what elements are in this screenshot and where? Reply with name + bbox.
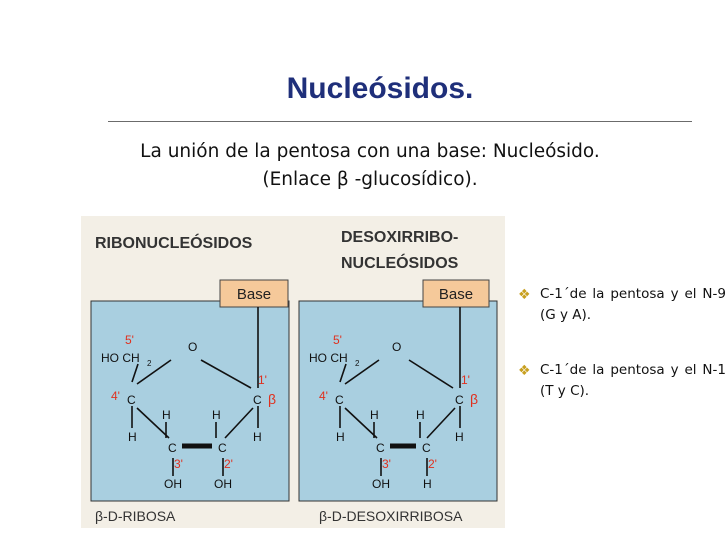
c1-atom-left: C — [253, 393, 262, 407]
c4-label-left: 4' — [111, 389, 120, 403]
bullet-item-1: ❖ C-1´de la pentosa y el N-9 (G y A). — [518, 284, 726, 326]
base-box-right — [422, 279, 490, 308]
deoxyribonucleosides-heading-1: DESOXIRRIBO- — [341, 229, 458, 246]
deoxyribonucleoside-panel: DESOXIRRIBO- NUCLEÓSIDOS Base — [298, 229, 498, 524]
subscript-2-left: 2 — [147, 359, 152, 368]
ribose-panel-background — [90, 300, 290, 502]
base-label-left: Base — [237, 286, 271, 303]
title-divider — [108, 121, 692, 122]
c1-hydrogen-left: H — [253, 430, 262, 444]
c4-hydrogen-right: H — [336, 430, 345, 444]
ribonucleosides-heading: RIBONUCLEÓSIDOS — [95, 233, 253, 252]
hoch2-label-left: HO CH — [101, 351, 140, 365]
c2-label-left: 2' — [224, 457, 233, 471]
beta-label-left: β — [268, 391, 276, 407]
c1-hydrogen-right: H — [455, 430, 464, 444]
ring-oxygen-right: O — [392, 340, 401, 354]
deoxyribose-atoms: 5' HO CH 2 O 4' C 1' C β H H H H C C 3' … — [309, 333, 478, 491]
subtitle-line-2: (Enlace β -glucosídico). — [262, 169, 478, 190]
beta-label-right: β — [470, 391, 478, 407]
c3-hydroxyl-right: OH — [372, 477, 390, 491]
c1-label-left: 1' — [258, 373, 267, 387]
deoxyribose-panel-background — [298, 300, 498, 502]
c2-label-right: 2' — [428, 457, 437, 471]
ribose-atoms: 5' HO CH 2 O 4' C 1' C β H H H H C C 3' … — [101, 333, 276, 491]
diamond-bullet-icon: ❖ — [518, 363, 531, 379]
c2-hydrogen-left: H — [212, 408, 221, 422]
c1-label-right: 1' — [461, 373, 470, 387]
c5-label-left: 5' — [125, 333, 134, 347]
nucleoside-figure: RIBONUCLEÓSIDOS Base 5' — [81, 216, 505, 528]
base-box-left — [219, 279, 289, 308]
c4-hydrogen-left: H — [128, 430, 137, 444]
c4-label-right: 4' — [319, 389, 328, 403]
c3-hydroxyl-left: OH — [164, 477, 182, 491]
c4-atom-right: C — [335, 393, 344, 407]
c3-label-right: 3' — [382, 457, 391, 471]
bullet-item-2: ❖ C-1´de la pentosa y el N-1 (T y C). — [518, 360, 726, 402]
slide-subtitle: La unión de la pentosa con una base: Nuc… — [100, 138, 640, 194]
c1-atom-right: C — [455, 393, 464, 407]
slide-title: Nucleósidos. — [286, 72, 474, 105]
bullet-text-2: C-1´de la pentosa y el N-1 (T y C). — [540, 362, 726, 399]
c2-atom-left: C — [218, 441, 227, 455]
c5-label-right: 5' — [333, 333, 342, 347]
deoxyribose-ring-bonds — [339, 307, 461, 476]
deoxyribose-caption: β-D-DESOXIRRIBOSA — [319, 508, 463, 524]
c2-atom-right: C — [422, 441, 431, 455]
subscript-2-right: 2 — [355, 359, 360, 368]
nucleoside-diagram: RIBONUCLEÓSIDOS Base 5' — [90, 229, 498, 524]
diamond-bullet-icon: ❖ — [518, 287, 531, 303]
hoch2-label-right: HO CH — [309, 351, 348, 365]
c2-hydroxyl-left: OH — [214, 477, 232, 491]
bullet-list: ❖ C-1´de la pentosa y el N-9 (G y A). ❖ … — [518, 284, 726, 436]
c3-hydrogen-left: H — [162, 408, 171, 422]
subtitle-line-1: La unión de la pentosa con una base: Nuc… — [140, 141, 600, 162]
base-label-right: Base — [439, 286, 473, 303]
c3-label-left: 3' — [174, 457, 183, 471]
ribose-ring-bonds — [131, 307, 259, 476]
ribose-caption: β-D-RIBOSA — [95, 508, 176, 524]
c2-hydrogen-bottom-right: H — [423, 477, 432, 491]
c2-hydrogen-right: H — [416, 408, 425, 422]
ribonucleoside-panel: RIBONUCLEÓSIDOS Base 5' — [90, 233, 290, 524]
c4-atom-left: C — [127, 393, 136, 407]
c3-atom-right: C — [376, 441, 385, 455]
ring-oxygen-left: O — [188, 340, 197, 354]
deoxyribonucleosides-heading-2: NUCLEÓSIDOS — [341, 253, 459, 272]
c3-hydrogen-right: H — [370, 408, 379, 422]
c3-atom-left: C — [168, 441, 177, 455]
bullet-text-1: C-1´de la pentosa y el N-9 (G y A). — [540, 286, 726, 323]
